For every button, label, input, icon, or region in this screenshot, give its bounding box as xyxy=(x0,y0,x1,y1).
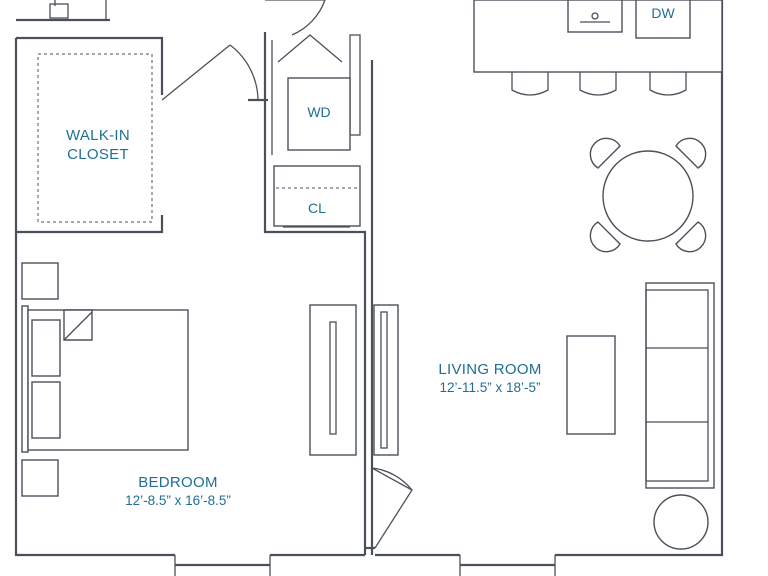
dining-table xyxy=(602,150,694,242)
laundry-closet-walls xyxy=(263,32,374,555)
living-room-dimensions: 12’-11.5” x 18’-5” xyxy=(439,379,541,395)
closet-label: CL xyxy=(308,200,326,216)
walk-in-closet-line2: CLOSET xyxy=(67,145,129,163)
bedroom-dimensions: 12’-8.5” x 16’-8.5” xyxy=(125,492,231,508)
sink xyxy=(567,0,623,33)
bedroom-label: BEDROOM 12’-8.5” x 16’-8.5” xyxy=(98,474,258,510)
walk-in-closet-label: WALK-IN CLOSET xyxy=(48,127,148,165)
coffee-table xyxy=(566,335,616,435)
exterior-walls xyxy=(14,0,724,576)
side-table xyxy=(653,494,709,550)
dishwasher-label: DW xyxy=(651,5,675,21)
bedroom-furniture xyxy=(21,262,189,497)
bedroom-door xyxy=(371,467,413,549)
sofa xyxy=(645,282,715,489)
kitchen-island xyxy=(473,0,723,96)
walk-in-closet-walls xyxy=(16,36,268,234)
walk-in-closet-line1: WALK-IN xyxy=(65,127,131,144)
living-room-label: LIVING ROOM 12’-11.5” x 18’-5” xyxy=(410,361,570,397)
nightstand-bottom xyxy=(21,459,59,497)
bath-door xyxy=(265,0,326,36)
bathroom-fixtures xyxy=(16,0,110,22)
living-room-furniture xyxy=(566,282,715,550)
dining-set xyxy=(589,137,707,253)
wardrobes xyxy=(309,304,399,456)
dishwasher xyxy=(635,0,691,39)
bedroom-name: BEDROOM xyxy=(138,474,218,491)
washer-dryer-label: WD xyxy=(307,104,331,120)
nightstand-top xyxy=(21,262,59,300)
living-room-name: LIVING ROOM xyxy=(438,361,542,378)
